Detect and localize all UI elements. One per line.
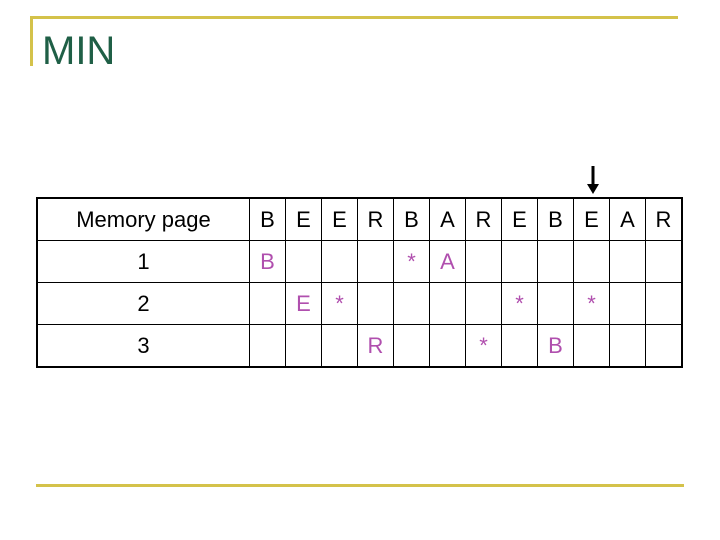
sequence-cell: R [645, 197, 683, 241]
frame-cell [357, 240, 394, 283]
table-row: 2 E * * * [36, 282, 683, 325]
row-label: 1 [36, 240, 250, 283]
frame-cell [285, 324, 322, 368]
frame-cell [501, 324, 538, 368]
frame-cell: * [465, 324, 502, 368]
sequence-cell: B [537, 197, 574, 241]
frame-cell [285, 240, 322, 283]
frame-cell [429, 324, 466, 368]
sequence-cell: R [357, 197, 394, 241]
frame-cell: R [357, 324, 394, 368]
frame-cell [321, 324, 358, 368]
frame-cell: * [501, 282, 538, 325]
frame-cell [537, 240, 574, 283]
frame-cell [249, 324, 286, 368]
row-label: 2 [36, 282, 250, 325]
frame-cell [249, 282, 286, 325]
frame-cell: B [249, 240, 286, 283]
sequence-cell: B [249, 197, 286, 241]
frame-cell [609, 240, 646, 283]
frame-cell: A [429, 240, 466, 283]
bottom-rule [36, 484, 684, 487]
frame-cell: * [393, 240, 430, 283]
frame-cell [501, 240, 538, 283]
frame-cell [573, 240, 610, 283]
table-row: 3 R * B [36, 324, 683, 368]
top-rule-vertical [30, 16, 33, 66]
down-arrow-icon [587, 166, 599, 194]
sequence-cell: E [573, 197, 610, 241]
frame-cell [609, 282, 646, 325]
sequence-cell: A [429, 197, 466, 241]
frame-cell [393, 324, 430, 368]
frame-cell [429, 282, 466, 325]
frame-cell [537, 282, 574, 325]
frame-cell [465, 240, 502, 283]
top-rule-horizontal [30, 16, 678, 19]
table-row: 1 B * A [36, 240, 683, 283]
frame-cell [645, 282, 683, 325]
frame-cell: * [573, 282, 610, 325]
frame-cell [573, 324, 610, 368]
frame-cell [645, 240, 683, 283]
table-header-row: Memory page B E E R B A R E B E A R [36, 197, 683, 241]
row-label: 3 [36, 324, 250, 368]
frame-cell [357, 282, 394, 325]
frame-cell [609, 324, 646, 368]
frame-cell: B [537, 324, 574, 368]
frame-cell: E [285, 282, 322, 325]
frame-cell: * [321, 282, 358, 325]
sequence-cell: A [609, 197, 646, 241]
sequence-cell: E [285, 197, 322, 241]
frame-cell [321, 240, 358, 283]
page-title: MIN [42, 29, 116, 73]
memory-table: Memory page B E E R B A R E B E A R 1 B … [36, 197, 683, 368]
sequence-cell: E [501, 197, 538, 241]
frame-cell [645, 324, 683, 368]
header-label: Memory page [36, 197, 250, 241]
sequence-cell: E [321, 197, 358, 241]
sequence-cell: B [393, 197, 430, 241]
frame-cell [465, 282, 502, 325]
frame-cell [393, 282, 430, 325]
sequence-cell: R [465, 197, 502, 241]
